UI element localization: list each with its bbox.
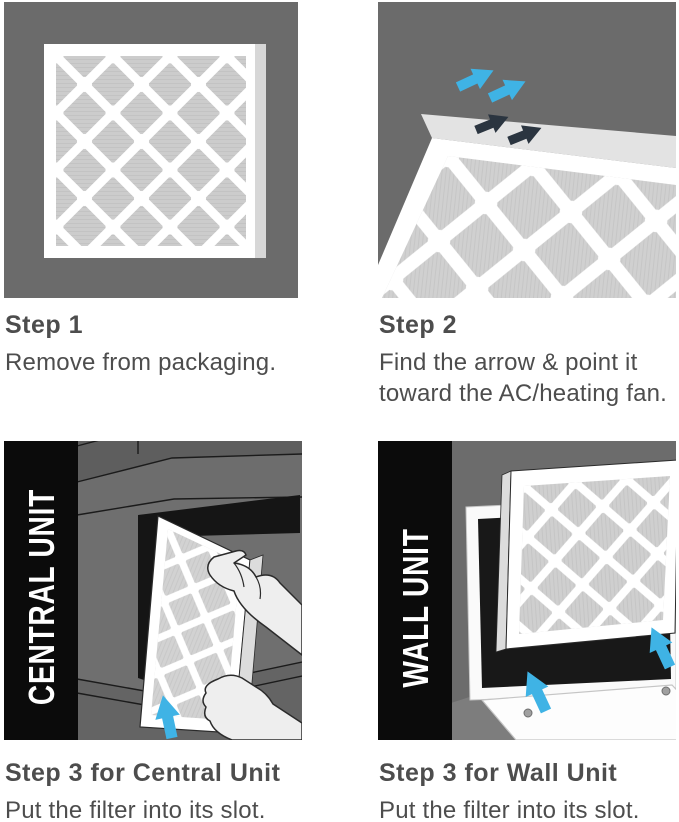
step-2-body-line-2: toward the AC/heating fan. <box>379 380 668 407</box>
step-3-wall-heading: Step 3 for Wall Unit <box>379 759 618 787</box>
step-3-wall-body: Put the filter into its slot. <box>379 797 640 822</box>
blue-airflow-arrow-icon <box>455 68 526 103</box>
step-3-central-caption: Step 3 for Central Unit Put the filter i… <box>5 761 280 822</box>
hands-graphic <box>202 549 302 740</box>
filter-lattice <box>519 476 670 634</box>
vent-door-graphic <box>480 684 676 740</box>
screw-hole <box>523 708 533 718</box>
step-3-central-illustration: CENTRAL UNIT <box>4 441 302 740</box>
step-2-body-line-1: Find the arrow & point it <box>379 349 638 376</box>
step-2-heading: Step 2 <box>379 311 458 339</box>
step-1-illustration <box>4 2 298 298</box>
step-3-wall-illustration: WALL UNIT <box>378 441 676 740</box>
step-3-central-body: Put the filter into its slot. <box>5 797 266 822</box>
blue-insert-arrow-icon <box>155 695 180 740</box>
blue-insert-arrow-icon <box>525 627 676 714</box>
step-3-wall-caption: Step 3 for Wall Unit Put the filter into… <box>379 761 640 822</box>
step-2-illustration <box>378 2 676 298</box>
wall-unit-banner <box>378 441 452 740</box>
lower-hand-graphic <box>202 674 302 740</box>
filter-lattice <box>382 156 676 298</box>
air-filter-graphic <box>44 44 266 258</box>
wall-unit-label: WALL UNIT <box>396 528 436 687</box>
step-1-caption: Step 1 Remove from packaging. <box>5 313 276 378</box>
screw-hole <box>661 686 671 696</box>
step-3-central-heading: Step 3 for Central Unit <box>5 759 281 787</box>
central-unit-label: CENTRAL UNIT <box>22 489 62 705</box>
step-1-heading: Step 1 <box>5 311 84 339</box>
step-2-caption: Step 2 Find the arrow & point it toward … <box>379 313 667 409</box>
step-1-body: Remove from packaging. <box>5 349 277 376</box>
step-2-body: Find the arrow & point it toward the AC/… <box>379 347 667 409</box>
air-filter-graphic <box>495 459 676 653</box>
upper-hand-graphic <box>207 549 302 656</box>
printed-airflow-arrow-icon <box>474 114 542 146</box>
central-unit-banner <box>4 441 78 740</box>
filter-lattice <box>56 56 246 246</box>
